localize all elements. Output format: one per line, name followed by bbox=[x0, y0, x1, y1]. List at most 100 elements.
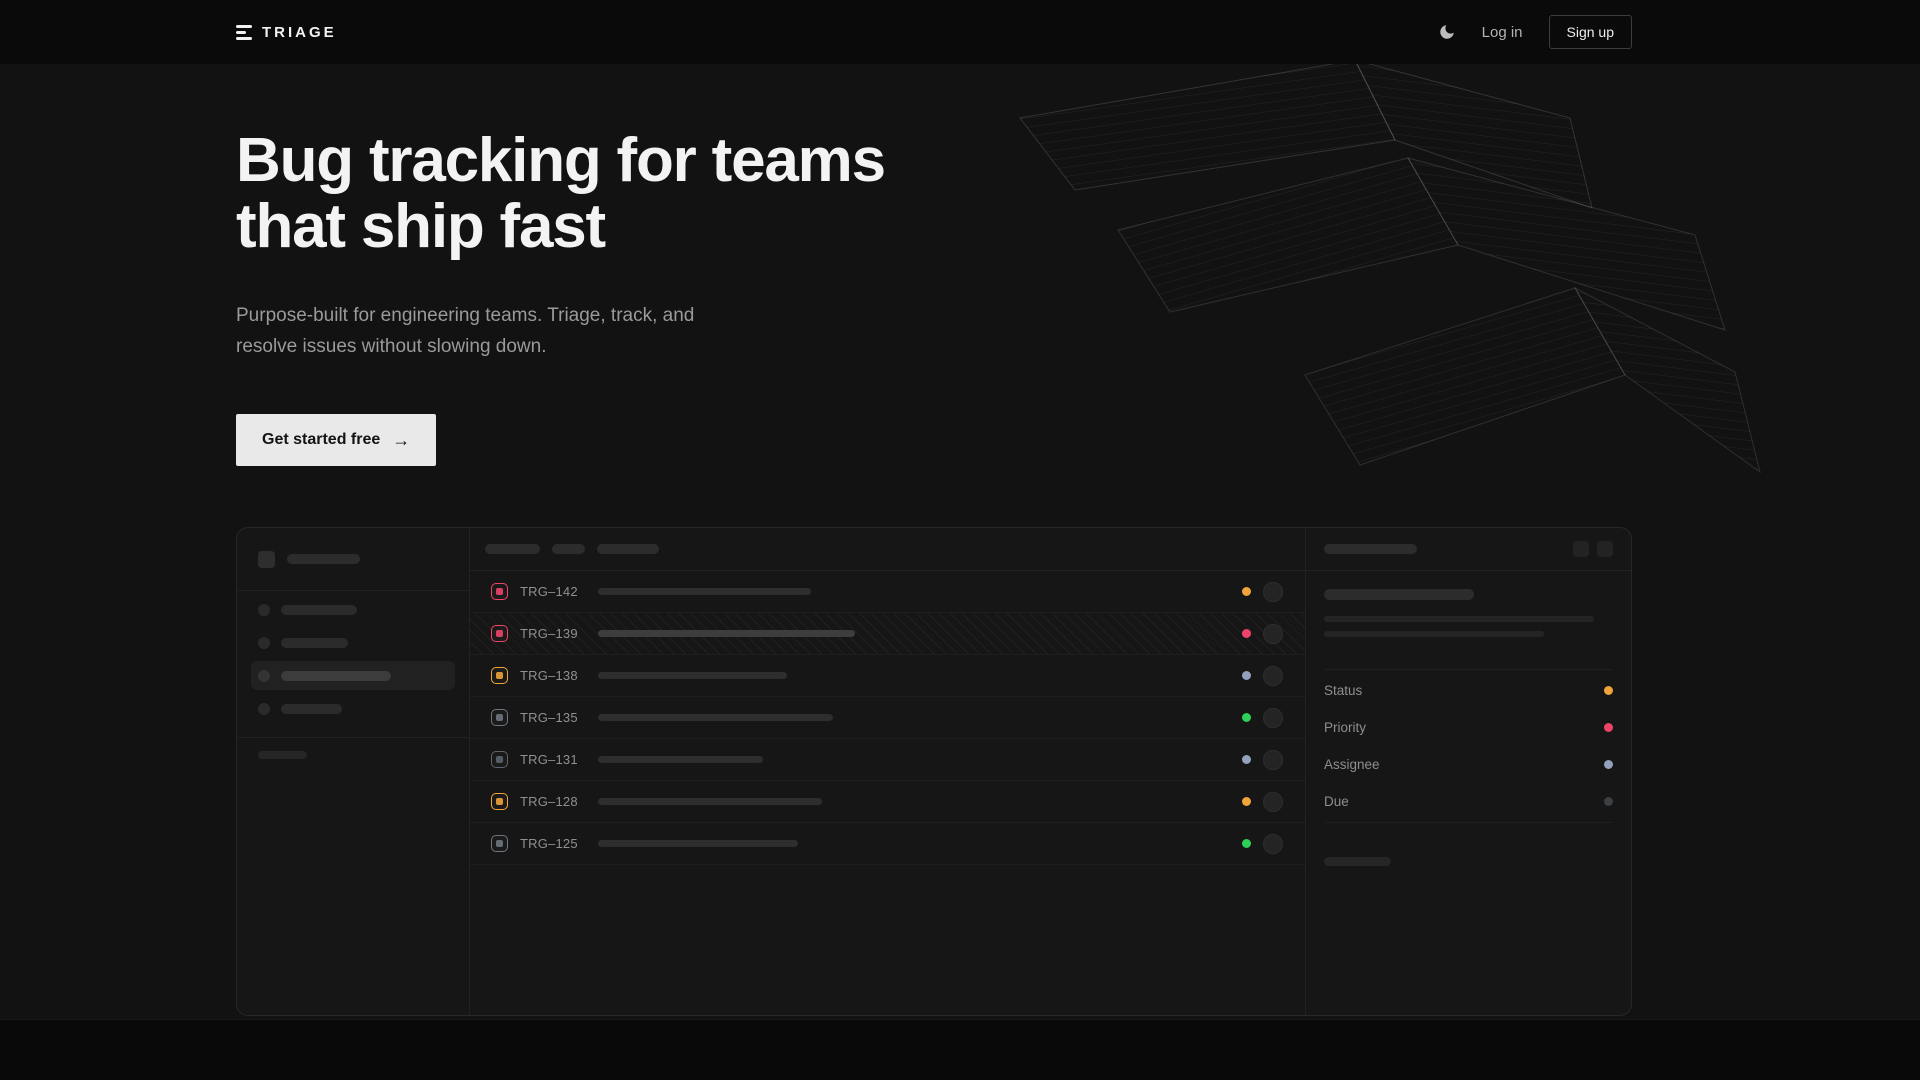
hero-title: Bug tracking for teams that ship fast bbox=[236, 126, 886, 261]
issue-id: TRG–125 bbox=[520, 836, 578, 851]
tab-skeleton bbox=[552, 544, 585, 554]
mockup-issue-list: TRG–142 TRG–139 TRG–138 TRG–135 bbox=[470, 528, 1305, 1015]
status-dot bbox=[1242, 713, 1251, 722]
priority-dot bbox=[1604, 723, 1613, 732]
issue-title-skeleton bbox=[598, 588, 811, 595]
assignee-avatar bbox=[1263, 665, 1283, 686]
issue-id: TRG–142 bbox=[520, 584, 578, 599]
skeleton-bar bbox=[281, 703, 342, 714]
skeleton-bar bbox=[281, 637, 348, 648]
description-skeleton bbox=[1324, 631, 1544, 637]
skeleton-bar bbox=[1324, 857, 1391, 866]
issue-row-highlighted: TRG–139 bbox=[470, 613, 1305, 655]
field-label: Status bbox=[1324, 683, 1363, 698]
issue-row: TRG–135 bbox=[470, 697, 1305, 739]
signup-button[interactable]: Sign up bbox=[1548, 15, 1632, 49]
tab-skeleton bbox=[597, 544, 659, 554]
assignee-avatar bbox=[1263, 791, 1283, 812]
login-link[interactable]: Log in bbox=[1481, 23, 1523, 41]
footer bbox=[0, 1019, 1920, 1080]
status-dot bbox=[1242, 797, 1251, 806]
skeleton-bar bbox=[281, 670, 391, 681]
field-label: Priority bbox=[1324, 720, 1367, 735]
moon-icon bbox=[1439, 25, 1454, 39]
issue-id: TRG–135 bbox=[520, 710, 578, 725]
top-nav: TRIAGE Log in Sign up bbox=[0, 0, 1920, 64]
issue-title-skeleton bbox=[598, 798, 822, 805]
skeleton-bar bbox=[281, 604, 357, 615]
sidebar-item-skeleton bbox=[251, 694, 455, 723]
status-dot bbox=[1242, 755, 1251, 764]
issue-id: TRG–139 bbox=[520, 626, 578, 641]
field-row: Assignee bbox=[1324, 746, 1613, 783]
issue-type-icon bbox=[491, 751, 508, 768]
panel-action-skeleton bbox=[1597, 541, 1613, 557]
issue-row: TRG–142 bbox=[470, 571, 1305, 613]
get-started-button[interactable]: Get started free → bbox=[236, 414, 437, 467]
hero-subtitle: Purpose-built for engineering teams. Tri… bbox=[236, 301, 885, 362]
sidebar-item-icon-skeleton bbox=[258, 702, 270, 715]
field-row: Due bbox=[1324, 783, 1613, 820]
due-dot bbox=[1604, 797, 1613, 806]
sidebar-item-icon-skeleton bbox=[258, 603, 270, 616]
issue-title-skeleton bbox=[598, 756, 763, 763]
panel-action-skeleton bbox=[1573, 541, 1589, 557]
issue-row: TRG–128 bbox=[470, 781, 1305, 823]
issue-title-skeleton bbox=[598, 630, 855, 637]
sidebar-item-skeleton bbox=[251, 595, 455, 624]
panel-action-skeletons bbox=[1573, 541, 1613, 557]
assignee-dot bbox=[1604, 760, 1613, 769]
status-dot bbox=[1242, 839, 1251, 848]
status-dot bbox=[1242, 671, 1251, 680]
theme-toggle-button[interactable] bbox=[1438, 23, 1456, 41]
skeleton-bar bbox=[287, 554, 360, 564]
sidebar-item-icon-skeleton bbox=[258, 669, 270, 682]
mockup-panel-header bbox=[1306, 528, 1631, 571]
issue-title-skeleton bbox=[1324, 589, 1474, 600]
issue-type-icon bbox=[491, 667, 508, 684]
get-started-label: Get started free bbox=[262, 431, 381, 449]
assignee-avatar bbox=[1263, 581, 1283, 602]
status-dot bbox=[1242, 629, 1251, 638]
sidebar-item-skeleton bbox=[251, 628, 455, 657]
issue-type-icon bbox=[491, 709, 508, 726]
issue-row: TRG–138 bbox=[470, 655, 1305, 697]
sidebar-item-skeleton-active bbox=[251, 661, 455, 690]
skeleton-bar bbox=[258, 751, 307, 759]
wireframe-decoration bbox=[1019, 59, 1761, 474]
assignee-avatar bbox=[1263, 623, 1283, 644]
arrow-right-icon: → bbox=[392, 429, 411, 450]
sidebar-item-icon-skeleton bbox=[258, 636, 270, 649]
issue-id: TRG–128 bbox=[520, 794, 578, 809]
status-dot bbox=[1604, 686, 1613, 695]
issue-type-icon bbox=[491, 793, 508, 810]
assignee-avatar bbox=[1263, 707, 1283, 728]
issue-type-icon bbox=[491, 835, 508, 852]
skeleton-bar bbox=[1324, 544, 1417, 554]
triage-logo-icon bbox=[236, 24, 252, 40]
app-mockup-card: TRG–142 TRG–139 TRG–138 TRG–135 bbox=[236, 527, 1632, 1016]
brand-logo: TRIAGE bbox=[236, 24, 337, 41]
hero-title-line2: that ship fast bbox=[236, 191, 606, 261]
hero-subtitle-line1: Purpose-built for engineering teams. Tri… bbox=[236, 305, 695, 327]
issue-fields: Status Priority Assignee Due bbox=[1324, 669, 1613, 823]
issue-type-icon bbox=[491, 583, 508, 600]
issue-title-skeleton bbox=[598, 672, 787, 679]
field-label: Assignee bbox=[1324, 757, 1380, 772]
issue-title-skeleton bbox=[598, 840, 798, 847]
field-row: Priority bbox=[1324, 709, 1613, 746]
mockup-panel-body: Status Priority Assignee Due bbox=[1306, 571, 1631, 866]
mockup-sidebar-header bbox=[237, 528, 469, 591]
mockup-sidebar bbox=[237, 528, 470, 1015]
issue-id: TRG–138 bbox=[520, 668, 578, 683]
issue-row: TRG–131 bbox=[470, 739, 1305, 781]
hero-section: Bug tracking for teams that ship fast Pu… bbox=[236, 126, 886, 467]
mockup-list-header bbox=[470, 528, 1305, 571]
tab-skeleton bbox=[485, 544, 540, 554]
description-skeleton bbox=[1324, 616, 1594, 622]
brand-name: TRIAGE bbox=[262, 23, 337, 41]
field-label: Due bbox=[1324, 794, 1349, 809]
nav-actions: Log in Sign up bbox=[1438, 15, 1632, 49]
issue-title-skeleton bbox=[598, 714, 833, 721]
hero-title-line1: Bug tracking for teams bbox=[236, 126, 886, 195]
